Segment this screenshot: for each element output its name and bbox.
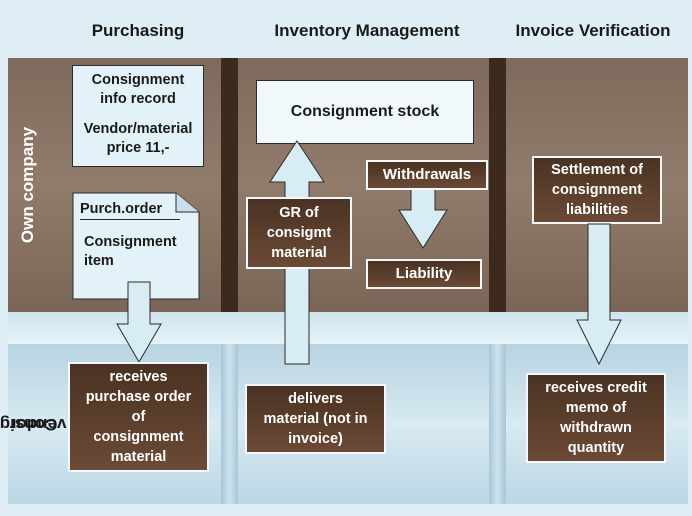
column-separator-1	[221, 58, 238, 312]
vendor-po-line3: of	[131, 409, 146, 425]
settlement-line3: liabilities	[565, 202, 629, 218]
column-header-invoice-verification: Invoice Verification	[515, 21, 671, 40]
liability-label: Liability	[366, 259, 482, 289]
delivers-line3: invoice)	[288, 431, 343, 447]
arrow-down-purchase-order-icon	[116, 281, 162, 363]
purch-order-content: Consignment item	[84, 233, 194, 271]
info-record-line4: price 11,-	[106, 140, 170, 156]
settlement-of-liabilities-box: Settlement of consignment liabilities	[532, 156, 662, 224]
column-separator-2-vendor	[489, 344, 506, 504]
vendor-po-line5: material	[110, 449, 167, 465]
purch-order-tab-label: Purch.order	[80, 200, 180, 220]
column-header-inventory-management: Inventory Management	[274, 21, 460, 40]
settlement-line2: consignment	[551, 182, 643, 198]
settlement-line1: Settlement of	[551, 162, 643, 178]
column-header-purchasing: Purchasing	[91, 21, 185, 40]
delivers-line2: material (not in	[263, 411, 368, 427]
withdrawals-label: Withdrawals	[366, 160, 488, 190]
vendor-po-line4: consignment	[93, 429, 184, 445]
column-separator-2	[489, 58, 506, 312]
goods-receipt-consignment-box: GR of consigmt material	[246, 197, 352, 269]
info-record-line2: info record	[100, 91, 176, 107]
consignment-info-record-box: Consignment info record Vendor/material …	[72, 65, 204, 167]
purch-order-line2: item	[84, 253, 114, 269]
column-separator-1-vendor	[221, 344, 238, 504]
credit-memo-line3: withdrawn	[560, 420, 632, 436]
consignment-stock-box: Consignment stock	[256, 80, 474, 144]
vendor-receives-purchase-order-box: receives purchase order of consignment m…	[68, 362, 209, 472]
row-label-consigmt-vendor: Consigmt vendor	[0, 344, 66, 504]
info-record-line3: Vendor/material	[83, 121, 193, 137]
credit-memo-line2: memo of	[565, 400, 627, 416]
info-record-line1: Consignment	[91, 72, 185, 88]
row-label-vendor-line2: vendor	[9, 415, 67, 434]
arrow-down-credit-memo-icon	[576, 223, 622, 366]
vendor-po-line1: receives	[109, 369, 168, 385]
vendor-delivers-material-box: delivers material (not in invoice)	[245, 384, 386, 454]
gr-line2: consigmt	[266, 225, 332, 241]
credit-memo-line4: quantity	[567, 440, 625, 456]
row-label-own-company: Own company	[8, 58, 48, 312]
row-label-own-company-text: Own company	[18, 126, 37, 244]
row-label-vendor-text: Consigmt vendor	[0, 385, 66, 463]
credit-memo-line1: receives credit	[545, 380, 647, 396]
vendor-po-line2: purchase order	[85, 389, 192, 405]
delivers-line1: delivers	[288, 391, 343, 407]
vendor-receives-credit-memo-box: receives credit memo of withdrawn quanti…	[526, 373, 666, 463]
gr-line3: material	[271, 245, 327, 261]
gr-line1: GR of	[279, 205, 319, 221]
purch-order-line1: Consignment	[84, 234, 177, 250]
